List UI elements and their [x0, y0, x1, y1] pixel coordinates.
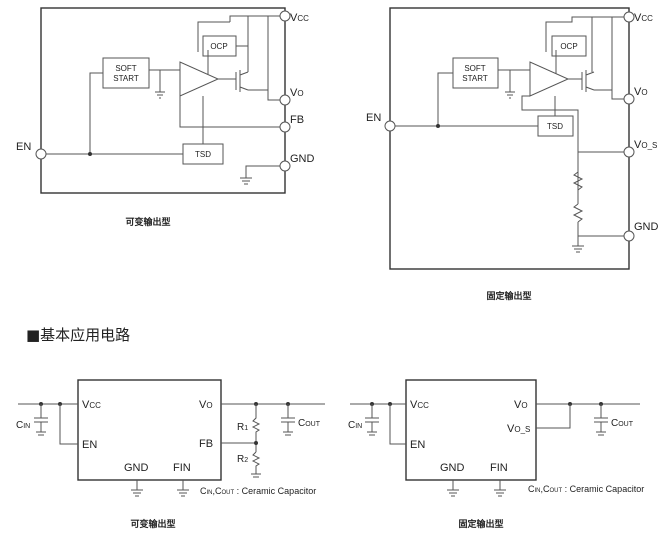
label-en: EN [82, 439, 97, 451]
caption-variable-block: 可变输出型 [125, 216, 170, 228]
pin-en [384, 120, 396, 132]
ic-body [77, 379, 222, 481]
label-vo: VO [634, 86, 648, 98]
label-en: EN [16, 141, 31, 153]
resistor-r1-icon [572, 171, 584, 191]
pin-vcc [279, 10, 291, 22]
label-en: EN [366, 112, 381, 124]
caption-variable-app: 可变输出型 [130, 518, 175, 530]
pin-vo [279, 94, 291, 106]
label-vcc: VCC [290, 12, 309, 24]
label-vcc: VCC [410, 399, 429, 411]
caption-fixed-block: 固定输出型 [486, 290, 531, 302]
label-ocp: OCP [210, 42, 227, 51]
label-fin: FIN [173, 462, 191, 474]
soft-start-block [102, 57, 150, 89]
label-start: START [462, 74, 488, 83]
cout-capacitor-icon [281, 404, 295, 432]
pin-vo [623, 93, 635, 105]
error-amp-icon [529, 61, 570, 97]
label-fb: FB [199, 438, 213, 450]
ocp-block [551, 35, 587, 57]
r1-resistor-icon [251, 404, 261, 452]
pin-fb [279, 121, 291, 133]
label-vcc: VCC [82, 399, 101, 411]
section-title: ■基本应用电路 [26, 326, 131, 344]
resistor-r2-icon [572, 203, 584, 223]
soft-start-block [452, 57, 499, 89]
label-cout: COUT [298, 418, 321, 429]
ic-body [405, 379, 537, 481]
label-gnd: GND [290, 153, 315, 165]
block-diagram-variable [35, 7, 291, 194]
cin-capacitor-icon [365, 404, 379, 432]
label-start: START [113, 74, 139, 83]
note-ceramic: CIN,COUT : Ceramic Capacitor [528, 484, 644, 494]
r2-resistor-icon [251, 451, 261, 474]
label-en: EN [410, 439, 425, 451]
ic-outline [389, 7, 630, 270]
pin-gnd [279, 160, 291, 172]
error-amp-icon [179, 61, 220, 97]
app-circuit-fixed [350, 379, 640, 497]
label-vos: VO_S [634, 139, 657, 151]
label-fin: FIN [490, 462, 508, 474]
label-ocp: OCP [560, 42, 577, 51]
cout-capacitor-icon [594, 404, 608, 432]
label-tsd: TSD [195, 150, 211, 159]
label-gnd: GND [124, 462, 149, 474]
label-vo: VO [199, 399, 213, 411]
label-soft: SOFT [464, 64, 485, 73]
cin-capacitor-icon [34, 404, 48, 432]
pin-en [35, 148, 47, 160]
app-circuit-variable [18, 379, 325, 497]
pin-vos [623, 146, 635, 158]
label-r2: R2 [237, 454, 248, 465]
label-tsd: TSD [547, 122, 563, 131]
label-cin: CIN [348, 420, 362, 431]
block-diagram-fixed [384, 7, 635, 270]
note-ceramic: CIN,COUT : Ceramic Capacitor [200, 486, 316, 496]
label-gnd: GND [440, 462, 465, 474]
label-soft: SOFT [115, 64, 136, 73]
label-gnd: GND [634, 221, 659, 233]
label-vo: VO [290, 87, 304, 99]
label-vos: VO_S [507, 423, 530, 435]
label-fb: FB [290, 114, 304, 126]
label-vo: VO [514, 399, 528, 411]
pin-gnd [623, 230, 635, 242]
label-vcc: VCC [634, 12, 653, 24]
caption-fixed-app: 固定输出型 [458, 518, 503, 530]
label-cout: COUT [611, 418, 634, 429]
label-r1: R1 [237, 422, 248, 433]
pin-vcc [623, 11, 635, 23]
label-cin: CIN [16, 420, 30, 431]
